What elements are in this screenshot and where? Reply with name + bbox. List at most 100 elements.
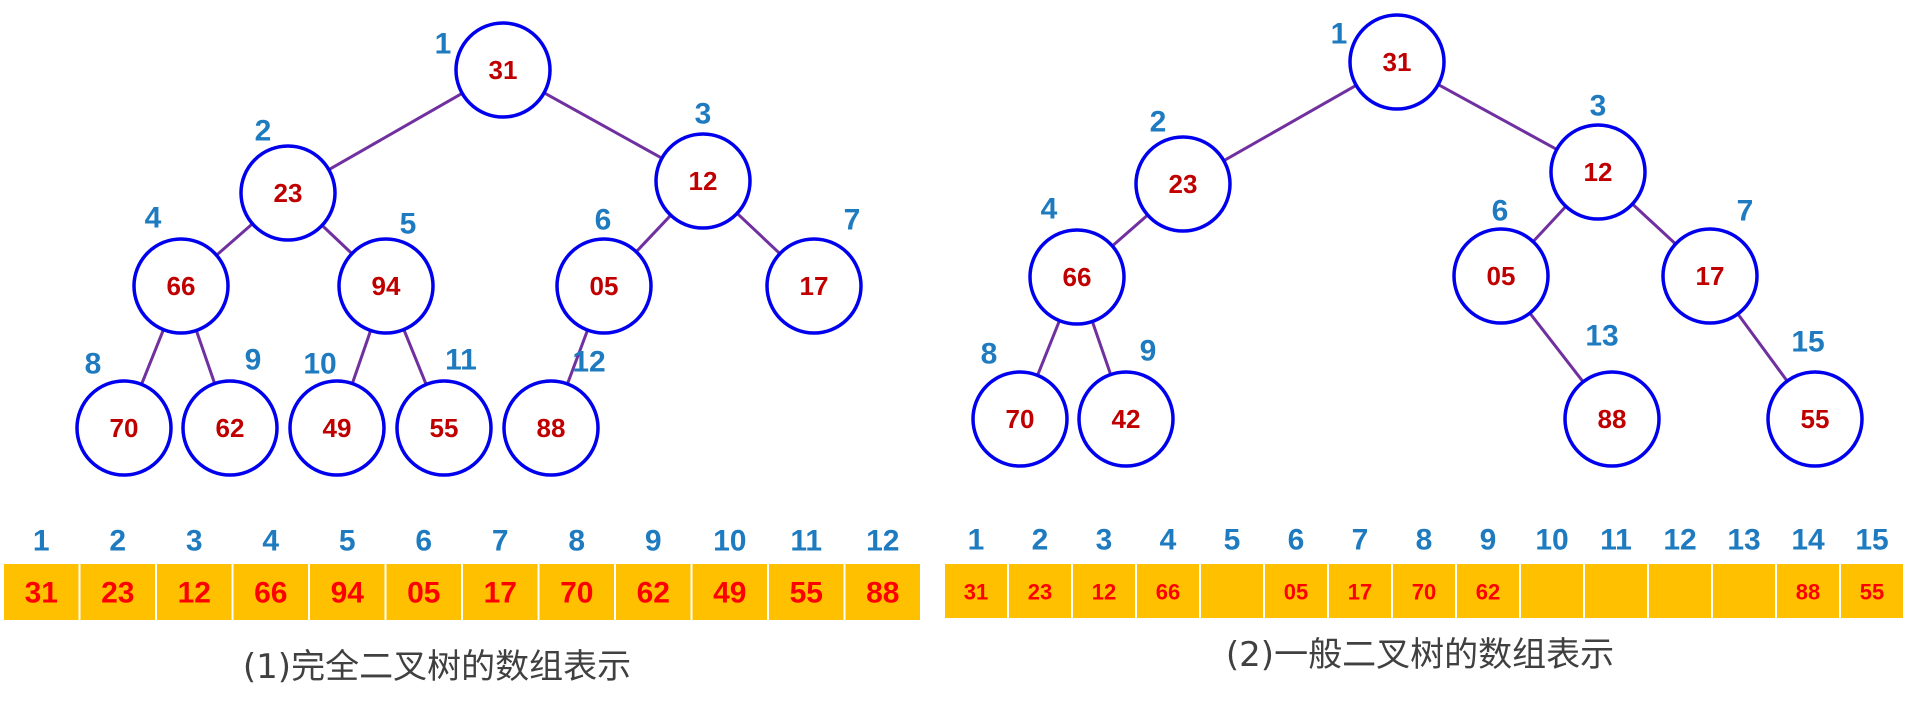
array-cell xyxy=(1455,562,1521,620)
array-index: 7 xyxy=(492,525,509,558)
tree-edge xyxy=(1631,202,1677,246)
node-value: 88 xyxy=(537,413,566,443)
tree-node: 62 xyxy=(181,379,279,477)
tree-node: 31 xyxy=(454,21,552,119)
tree-node: 12 xyxy=(654,132,752,230)
node-index-label: 7 xyxy=(1737,195,1754,228)
node-index-label: 1 xyxy=(1331,18,1348,51)
tree-node: 05 xyxy=(1452,227,1550,325)
tree-edge xyxy=(565,329,590,385)
tree-node: 12 xyxy=(1549,123,1647,221)
node-index-label: 10 xyxy=(303,348,336,381)
tree-node: 94 xyxy=(337,237,435,335)
node-circle xyxy=(1348,13,1446,111)
node-circle xyxy=(1563,370,1661,468)
array-cell xyxy=(1647,562,1713,620)
array-cell xyxy=(1135,562,1201,620)
array-index: 6 xyxy=(415,525,432,558)
node-circle xyxy=(288,379,386,477)
tree-edge xyxy=(1736,313,1789,382)
node-index-label: 11 xyxy=(445,344,477,377)
array-cell xyxy=(155,562,234,622)
array-cell xyxy=(1199,562,1265,620)
array-cell-value: 55 xyxy=(790,577,823,610)
tree-node: 17 xyxy=(1661,227,1759,325)
node-value: 62 xyxy=(216,413,245,443)
array-cell-value: 17 xyxy=(484,577,517,610)
node-circle xyxy=(239,144,337,242)
tree-node: 70 xyxy=(971,370,1069,468)
tree-edge xyxy=(1532,205,1567,243)
tree-node: 66 xyxy=(132,237,230,335)
tree-edge xyxy=(328,91,463,172)
array-cell xyxy=(308,562,387,622)
node-value: 23 xyxy=(1169,169,1198,199)
array-cell xyxy=(1071,562,1137,620)
node-value: 12 xyxy=(689,166,718,196)
array-index: 9 xyxy=(1480,524,1497,557)
array-index: 8 xyxy=(568,525,585,558)
array-cell-value: 12 xyxy=(178,577,211,610)
node-circle xyxy=(502,379,600,477)
tree-node: 70 xyxy=(75,379,173,477)
node-circle xyxy=(454,21,552,119)
array-index: 6 xyxy=(1288,524,1305,557)
node-index-label: 4 xyxy=(145,202,162,235)
tree-node: 23 xyxy=(1134,135,1232,233)
tree-node: 66 xyxy=(1028,228,1126,326)
general-tree-caption: (2)一般二叉树的数组表示 xyxy=(1226,635,1614,675)
array-cell xyxy=(1263,562,1329,620)
array-index: 3 xyxy=(1096,524,1113,557)
array-cell xyxy=(2,562,81,622)
array-index: 10 xyxy=(1535,524,1568,557)
array-index: 8 xyxy=(1416,524,1433,557)
node-value: 55 xyxy=(430,413,459,443)
tree-edge xyxy=(350,329,373,385)
array-index: 7 xyxy=(1352,524,1369,557)
array-cell-value: 17 xyxy=(1348,580,1372,605)
array-cell-value: 70 xyxy=(1412,580,1436,605)
node-index-label: 3 xyxy=(1590,90,1607,123)
node-index-label: 13 xyxy=(1585,320,1618,353)
array-cell-value: 31 xyxy=(964,580,988,605)
array-cell xyxy=(537,562,616,622)
array-cell xyxy=(1775,562,1841,620)
array-cell xyxy=(1519,562,1585,620)
node-circle xyxy=(1452,227,1550,325)
node-index-label: 7 xyxy=(844,204,861,237)
node-circle xyxy=(337,237,435,335)
node-index-label: 1 xyxy=(435,28,452,61)
array-cell xyxy=(1711,562,1777,620)
array-index: 2 xyxy=(1032,524,1049,557)
array-index: 10 xyxy=(713,525,746,558)
tree-node: 31 xyxy=(1348,13,1446,111)
array-cell-value: 94 xyxy=(331,577,365,610)
array-cell-value: 66 xyxy=(1156,580,1180,605)
node-circle xyxy=(1028,228,1126,326)
node-index-label: 4 xyxy=(1041,193,1058,226)
array-index: 15 xyxy=(1855,524,1888,557)
tree-node: 88 xyxy=(1563,370,1661,468)
array-cell-value: 49 xyxy=(713,577,746,610)
array-cell-value: 23 xyxy=(101,577,134,610)
tree-edge xyxy=(402,328,428,386)
array-index: 2 xyxy=(109,525,126,558)
tree-edge xyxy=(1528,312,1585,383)
node-circle xyxy=(1549,123,1647,221)
node-value: 49 xyxy=(323,413,352,443)
node-circle xyxy=(971,370,1069,468)
array-cell-value: 88 xyxy=(866,577,899,610)
array-index: 1 xyxy=(33,525,50,558)
tree-node: 55 xyxy=(395,379,493,477)
array-index: 11 xyxy=(1600,524,1632,557)
tree-node: 17 xyxy=(765,237,863,335)
array-cell-value: 70 xyxy=(560,577,593,610)
array-cell-value: 88 xyxy=(1796,580,1820,605)
node-value: 12 xyxy=(1584,157,1613,187)
node-value: 17 xyxy=(1696,261,1725,291)
tree-node: 88 xyxy=(502,379,600,477)
node-circle xyxy=(395,379,493,477)
node-index-label: 6 xyxy=(1492,195,1509,228)
